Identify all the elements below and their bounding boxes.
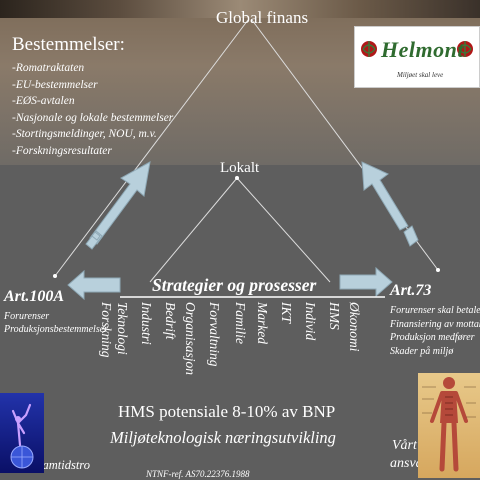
vertical-label-marked: Marked [255,302,270,344]
bestemmelser-heading: Bestemmelser: [12,34,125,55]
strategy-label: Strategier og prosesser [152,275,317,295]
left-node-line: Produksjonsbestemmelser [4,324,109,335]
right-node-line: Skader på miljø [390,345,454,357]
vertical-label-organisasjon: Organisasjon [183,302,198,376]
bestemmelser-item: -Forskningsresultater [12,144,112,157]
vertical-label-okonomi: Økonomi [347,302,362,352]
triangle-left-edge [54,19,249,277]
right-node-line: Forurenser skal betale [390,305,480,316]
anatomy-figure-icon [418,373,480,478]
inner-left-edge [149,177,238,283]
left-node-lines: Forurenser Produksjonsbestemmelser [4,310,108,336]
right-node-line: Produksjon medfører [390,332,475,343]
arrow-right-horizontal [339,266,393,298]
vertical-label-individ: Individ [303,302,318,341]
left-node-title: Art.100A [4,288,65,305]
bottom-subtitle: Miljøteknologisk næringsutvikling [110,428,336,447]
bestemmelser-item: -EU-bestemmelser [12,78,98,91]
bestemmelser-item: -Romatraktaten [12,62,85,74]
vertical-label-ikt: IKT [279,302,294,324]
rose-ball-icon [457,41,473,57]
helmont-logo: Helmont Miljøet skal leve [354,26,480,88]
triangle-right-edge [251,19,439,271]
vertical-label-bedrift: Bedrift [163,302,178,340]
globe-figure-icon [0,393,44,473]
left-node-line: Forurenser [4,311,50,322]
right-node-title: Art.73 [390,282,432,299]
arrow-left-diagonal [85,161,151,250]
right-node-line: Finansiering av mottak [390,318,480,330]
center-node-label: Lokalt [220,160,260,176]
rose-ball-icon [361,41,377,57]
vertical-label-teknologi: Teknologi [115,302,130,355]
vertical-label-familie: Familie [233,302,248,344]
reference-note: NTNF-ref. AS70.22376.1988 [146,469,250,479]
logo-tagline: Miljøet skal leve [397,71,444,79]
hms-potential: HMS potensiale 8-10% av BNP [118,402,336,421]
logo-name: Helmont [381,37,464,62]
vertical-label-forvaltning: Forvaltning [207,302,222,367]
bestemmelser-item: -EØS-avtalen [12,95,75,107]
bestemmelser-list: -Romatraktaten -EU-bestemmelser -EØS-avt… [12,60,173,159]
arrow-left-horizontal [67,269,121,301]
inner-right-edge [236,177,331,283]
background-strip [0,0,480,18]
vertical-label-forskning: Forskning [99,302,114,358]
node-dot-top-inner [235,176,239,180]
arrow-right-diagonal [361,161,419,247]
right-node-lines: Forurenser skal betale Finansiering av m… [390,304,480,358]
node-dot-left [53,274,57,278]
bestemmelser-item: -Stortingsmeldinger, NOU, m.v. [12,128,157,140]
page-title: Global finans [216,8,309,27]
vertical-label-industri: Industri [139,302,154,345]
ansvar-label-line1: Vårt [392,438,417,453]
vertical-label-hms: HMS [327,302,342,330]
framtidstro-label: Framtidstro [30,458,90,472]
bestemmelser-item: -Nasjonale og lokale bestemmelser [12,111,174,124]
node-dot-right [436,268,440,272]
